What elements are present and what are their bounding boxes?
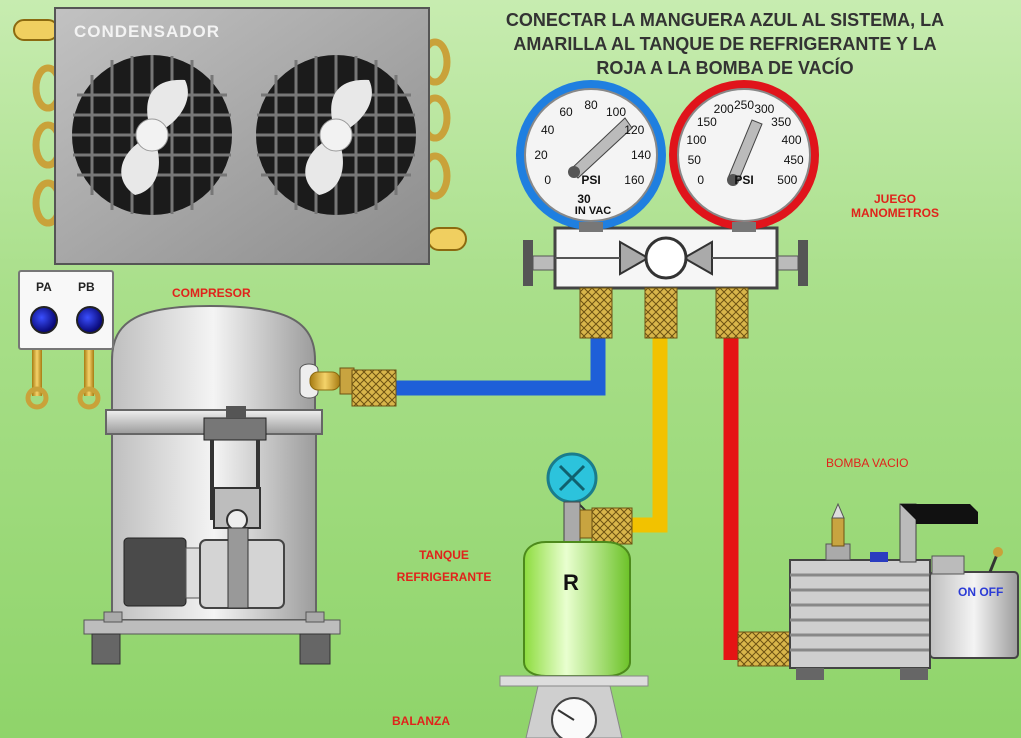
pressure-panel: PA PB [18,270,114,350]
high-pressure-gauge [669,80,819,232]
low-gauge-vac-unit: IN VAC [574,205,612,217]
scale [499,675,649,738]
high-gauge-tick-label: 400 [781,132,802,147]
tank-label: TANQUE REFRIGERANTE [386,544,502,588]
pa-label: PA [36,280,52,294]
tank-label-line2: REFRIGERANTE [396,570,492,584]
low-gauge-vac-value: 30 [577,192,591,206]
pb-indicator [76,306,104,334]
high-gauge-unit: PSI [734,173,754,187]
low-gauge-tick-label: 0 [544,173,552,187]
title-line-3: ROJA A LA BOMBA DE VACÍO [596,58,854,78]
manifold [523,226,808,339]
fan-right [256,55,416,215]
compressor-label: COMPRESOR [172,286,251,300]
low-pressure-gauge [516,80,666,232]
low-gauge-tick-label: 80 [584,98,598,112]
high-gauge-tick-label: 0 [697,173,705,187]
gauges-label: JUEGO MANOMETROS [845,192,945,220]
high-gauge-tick-label: 200 [713,102,734,117]
pa-indicator [30,306,58,334]
tank-letter: R [563,570,579,595]
high-gauge-tick-label: 300 [754,102,775,117]
high-gauge-tick-label: 250 [733,98,755,112]
blue-hose [395,338,606,396]
pump-switch-label[interactable]: ON OFF [958,585,1004,599]
condenser-coils [13,19,467,251]
title-line-2: AMARILLA AL TANQUE DE REFRIGERANTE Y LA [513,34,937,54]
instruction-title: CONECTAR LA MANGUERA AZUL AL SISTEMA, LA… [455,8,995,80]
tank-label-line1: TANQUE [419,548,469,562]
scale-label: BALANZA [392,714,450,728]
low-gauge-unit: PSI [581,173,601,187]
low-gauge-tick-label: 120 [624,123,645,137]
low-gauge-tick-label: 40 [541,123,555,137]
low-gauge-tick-label: 140 [630,148,652,162]
low-gauge-tick-label: 20 [534,148,548,162]
high-gauge-tick-label: 500 [777,173,798,187]
fan-left [72,55,232,215]
low-gauge-tick-label: 60 [559,104,573,119]
panel-pipes [25,346,101,410]
vacuum-pump-label: BOMBA VACIO [826,456,909,470]
yellow-hose [632,338,668,533]
gauges-label-line1: JUEGO [873,192,916,206]
pb-label: PB [78,280,95,294]
high-gauge-tick-label: 350 [771,114,792,129]
compressor [83,304,397,665]
high-gauge-tick-label: 50 [687,153,701,168]
high-gauge-tick-label: 100 [686,132,707,147]
title-line-1: CONECTAR LA MANGUERA AZUL AL SISTEMA, LA [505,10,945,30]
vacuum-pump [737,502,1019,680]
low-gauge-tick-label: 160 [624,173,645,187]
condenser-label: CONDENSADOR [74,22,221,41]
refrigerant-tank [523,452,633,677]
high-gauge-tick-label: 150 [696,114,717,129]
gauges-label-line2: MANOMETROS [851,206,939,220]
low-gauge-tick-label: 100 [605,104,627,119]
high-gauge-tick-label: 450 [783,153,804,168]
